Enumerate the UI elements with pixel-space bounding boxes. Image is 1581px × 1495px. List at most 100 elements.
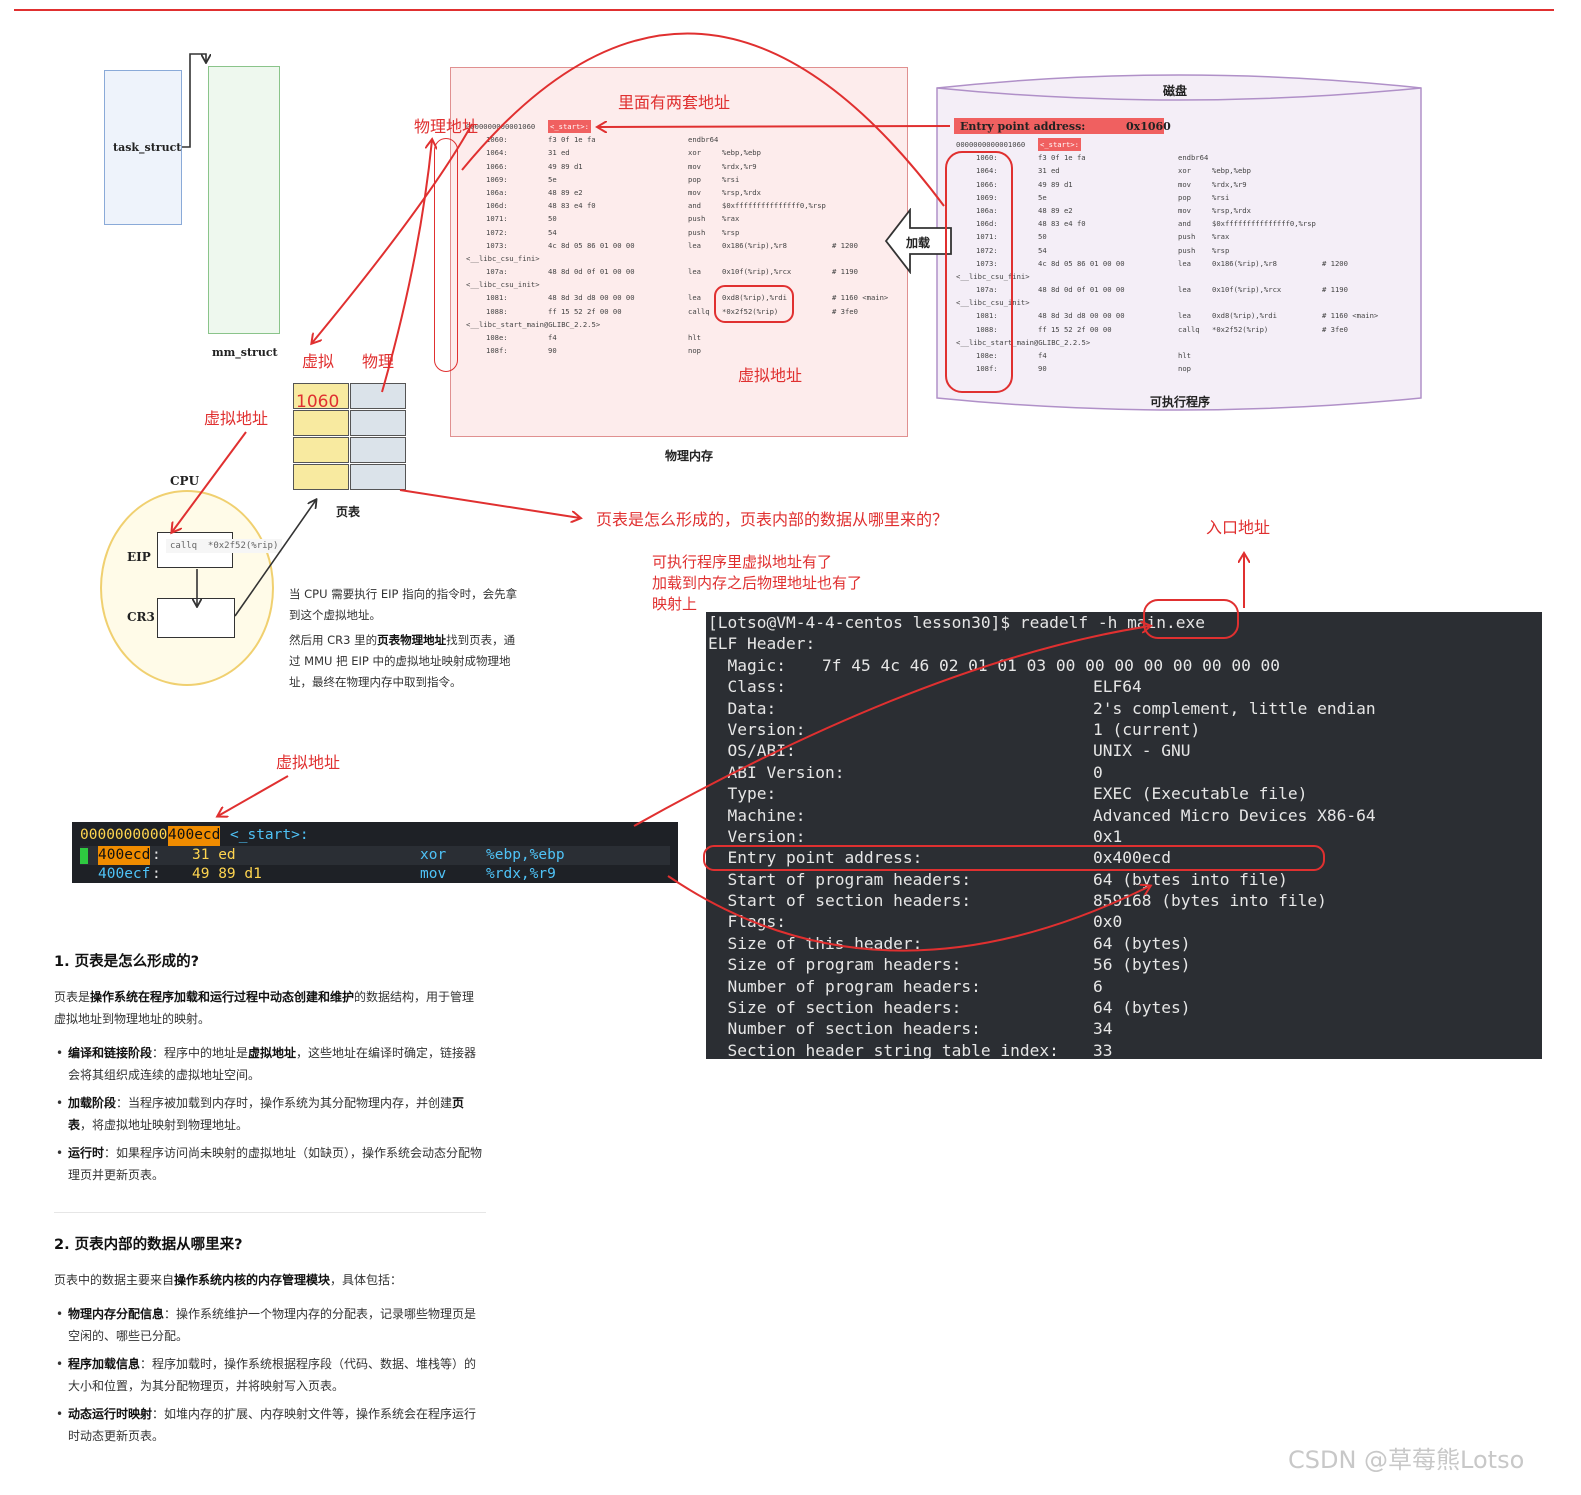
cpu-circle (100, 490, 274, 686)
page-table-cell-physical (350, 383, 406, 409)
physical-address-note: 物理地址 (414, 117, 479, 136)
page-table-virtual-col: 虚拟 (302, 352, 335, 371)
disk-label: 磁盘 (1163, 84, 1188, 98)
document-section: 1. 页表是怎么形成的? 页表是操作系统在程序加载和运行过程中动态创建和维护的数… (54, 952, 486, 1447)
entry-address-note: 入口地址 (1206, 518, 1271, 537)
cursor-block (80, 847, 88, 864)
doc-bullet-compile: 编译和链接阶段：程序中的地址是虚拟地址，这些地址在编译时确定，链接器会将其组织成… (54, 1042, 486, 1086)
asm-line: <__libc_start_main@GLIBC_2.2.5> (956, 337, 1091, 347)
mm-struct-label: mm_struct (212, 346, 278, 359)
terminal-magic: Magic:7f 45 4c 46 02 01 01 03 00 00 00 0… (708, 655, 1281, 675)
disk-asm-listing: 0000000000001060<_start>: 1060:f3 0f 1e … (956, 138, 1416, 375)
doc-bullet-runtime: 运行时：如果程序访问尚未映射的虚拟地址（如缺页），操作系统会动态分配物理页并更新… (54, 1142, 486, 1186)
physical-memory-label: 物理内存 (665, 449, 714, 463)
executable-label: 可执行程序 (1150, 395, 1211, 409)
readelf-terminal: [Lotso@VM-4-4-centos lesson30]$ readelf … (706, 612, 1542, 1061)
terminal-row: Number of program headers:6 (708, 976, 1103, 996)
page-table-cell-physical (350, 410, 406, 436)
entry-point-bar (954, 118, 1164, 134)
terminal-row: Class:ELF64 (708, 677, 1142, 697)
terminal-row: Type:EXEC (Executable file) (708, 784, 1308, 804)
doc-bullet-prog-load: 程序加载信息：程序加载时，操作系统根据程序段（代码、数据、堆栈等）的大小和位置，… (54, 1353, 486, 1397)
top-red-rule (14, 9, 1554, 11)
cr3-label: CR3 (127, 610, 155, 624)
terminal-row: ABI Version:0 (708, 762, 1103, 782)
terminal-row: Machine:Advanced Micro Devices X86-64 (708, 805, 1376, 825)
terminal-row: Number of section headers:34 (708, 1019, 1113, 1039)
cpu-desc-2: 然后用 CR3 里的页表物理地址找到页表，通过 MMU 把 EIP 中的虚拟地址… (289, 633, 516, 689)
doc-bullet-dynamic: 动态运行时映射：如堆内存的扩展、内存映射文件等，操作系统会在程序运行时动态更新页… (54, 1403, 486, 1447)
watermark: CSDN @草莓熊Lotso (1288, 1446, 1525, 1474)
doc-divider (54, 1212, 486, 1213)
terminal-rows: Class:ELF64 Data:2's complement, little … (708, 676, 1540, 1061)
cpu-label: CPU (170, 474, 200, 488)
terminal-row: Section header string table index:33 (708, 1040, 1113, 1060)
terminal-row: Version:1 (current) (708, 719, 1201, 739)
page-table-cell-virtual (293, 437, 349, 463)
cpu-desc-1: 当 CPU 需要执行 EIP 指向的指令时，会先拿到这个虚拟地址。 (289, 587, 518, 622)
terminal-row: Version:0x1 (708, 826, 1123, 846)
asm-line: <__libc_start_main@GLIBC_2.2.5> (466, 319, 601, 329)
eip-label: EIP (127, 550, 151, 564)
entry-point-label: Entry point address: (960, 120, 1086, 133)
doc-heading-1: 1. 页表是怎么形成的? (54, 954, 200, 970)
asm-line: <__libc_csu_init> (466, 280, 540, 290)
page-table-cell-virtual (293, 464, 349, 490)
phys-mem-virtual-note: 虚拟地址 (738, 366, 803, 385)
page-table-cell-physical (350, 464, 406, 490)
eip-code: callq *0x2f52(%rip) (166, 539, 283, 553)
page-table-value: 1060 (296, 392, 340, 412)
page-table-cell-physical (350, 437, 406, 463)
doc-bullet-phys-alloc: 物理内存分配信息：操作系统维护一个物理内存的分配表，记录哪些物理页是空闲的、哪些… (54, 1303, 486, 1347)
terminal-prompt: [Lotso@VM-4-4-centos lesson30]$ readelf … (708, 613, 1206, 632)
asm-start-row: 0000000000001060<_start>: (466, 120, 906, 134)
page-table-question-note: 页表是怎么形成的，页表内部的数据从哪里来的？ (596, 510, 949, 529)
mapping-note: 可执行程序里虚拟地址有了 加载到内存之后物理地址也有了 映射上 (652, 553, 863, 613)
terminal-row: Data:2's complement, little endian (708, 698, 1376, 718)
terminal-row: OS/ABI:UNIX - GNU (708, 741, 1191, 761)
phys-asm-listing: 0000000000001060<_start>: 1060:f3 0f 1e … (466, 120, 906, 357)
doc-para-1: 页表是操作系统在程序加载和运行过程中动态创建和维护的数据结构，用于管理虚拟地址到… (54, 990, 475, 1026)
terminal-row: Start of section headers:859168 (bytes i… (708, 891, 1327, 911)
asm-line: <__libc_csu_init> (956, 298, 1030, 308)
cr3-register (157, 598, 235, 638)
disk-asm-start-row: 0000000000001060<_start>: (956, 138, 1416, 152)
page-table-label: 页表 (336, 505, 361, 519)
terminal-row: Size of program headers:56 (bytes) (708, 955, 1191, 975)
asm-line: <__libc_csu_fini> (466, 253, 540, 263)
task-struct-label: task_struct (113, 141, 182, 154)
virtual-address-note-left: 虚拟地址 (204, 409, 269, 428)
page-table-cell-virtual (293, 383, 349, 409)
virtual-address-note-2: 虚拟地址 (276, 753, 341, 772)
cpu-description: 当 CPU 需要执行 EIP 指向的指令时，会先拿到这个虚拟地址。 然后用 CR… (289, 584, 525, 693)
disk-cylinder (936, 74, 1422, 411)
